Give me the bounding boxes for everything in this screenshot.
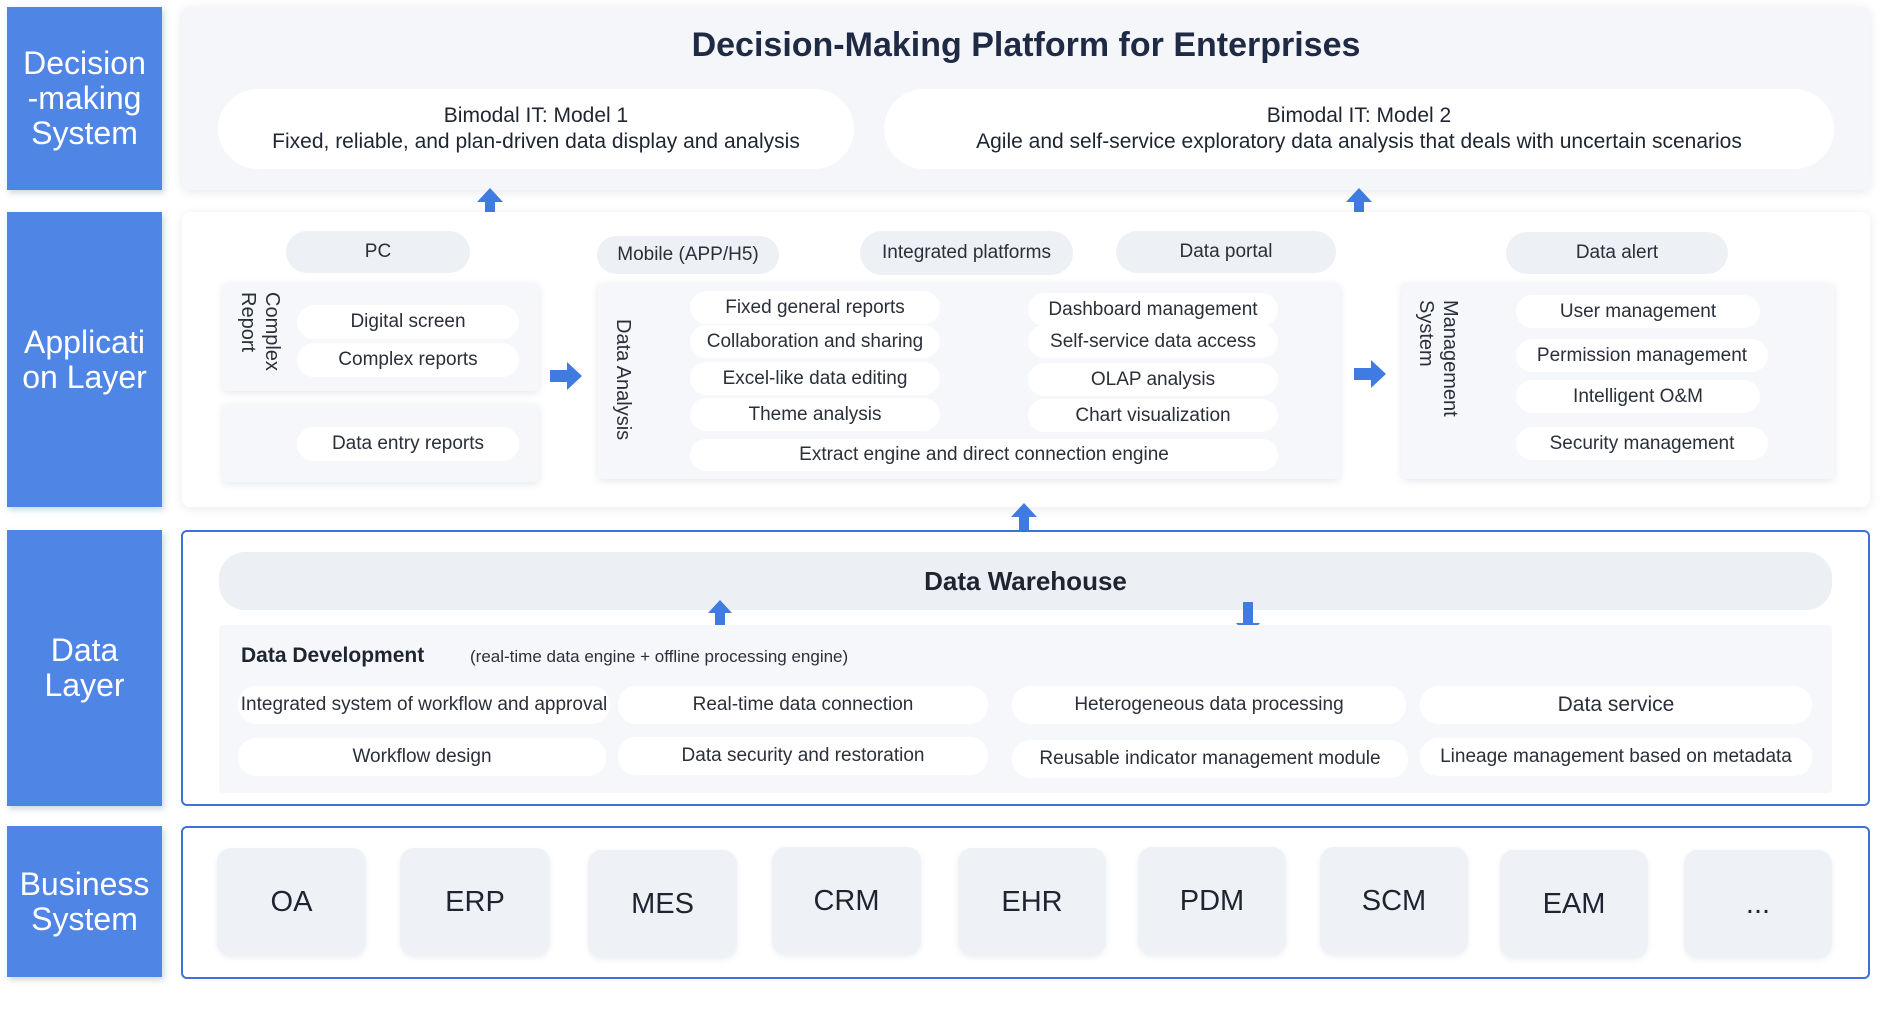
- tab-data-portal: Data portal: [1116, 231, 1336, 273]
- item-data-entry-reports: Data entry reports: [297, 427, 519, 461]
- item-extract-engine: Extract engine and direct connection eng…: [690, 439, 1278, 471]
- item-permission-management: Permission management: [1516, 339, 1768, 372]
- business-system-pdm: PDM: [1138, 847, 1286, 955]
- item-digital-screen: Digital screen: [297, 305, 519, 339]
- item-dashboard-management: Dashboard management: [1028, 293, 1278, 326]
- tab-pc: PC: [286, 231, 470, 273]
- item-collaboration-sharing: Collaboration and sharing: [690, 325, 940, 358]
- business-system-eam: EAM: [1500, 850, 1648, 958]
- arrow-up-icon: [477, 188, 503, 222]
- model1-title: Bimodal IT: Model 1: [443, 104, 629, 127]
- arrow-right-icon: [1354, 360, 1386, 388]
- business-system-oa: OA: [217, 848, 366, 956]
- platform-title: Decision-Making Platform for Enterprises: [691, 26, 1361, 64]
- item-realtime-connection: Real-time data connection: [618, 686, 988, 724]
- tab-mobile: Mobile (APP/H5): [597, 236, 779, 274]
- data-warehouse-bar: Data Warehouse: [219, 552, 1832, 610]
- arrow-up-icon: [1346, 188, 1372, 222]
- business-system-crm: CRM: [772, 847, 921, 955]
- item-workflow-design: Workflow design: [238, 738, 606, 776]
- layer-label-data: Data Layer: [7, 530, 162, 806]
- item-lineage-management: Lineage management based on metadata: [1420, 738, 1812, 776]
- item-self-service-data-access: Self-service data access: [1028, 325, 1278, 358]
- layer-label-business: Business System: [7, 826, 162, 977]
- item-workflow-approval: Integrated system of workflow and approv…: [238, 686, 610, 724]
- model1-desc: Fixed, reliable, and plan-driven data di…: [272, 130, 800, 153]
- layer-label-decision: Decision -making System: [7, 7, 162, 190]
- model2-desc: Agile and self-service exploratory data …: [976, 130, 1742, 153]
- item-data-security-restoration: Data security and restoration: [618, 737, 988, 775]
- item-heterogeneous-processing: Heterogeneous data processing: [1012, 686, 1406, 724]
- model1-pill: Bimodal IT: Model 1 Fixed, reliable, and…: [218, 89, 854, 169]
- data-analysis-label: Data Analysis: [612, 319, 634, 441]
- layer-label-application: Applicati on Layer: [7, 212, 162, 507]
- item-chart-visualization: Chart visualization: [1028, 399, 1278, 432]
- business-system-more: ...: [1684, 850, 1832, 958]
- management-system-label: Management System: [1415, 300, 1461, 417]
- item-excel-like-editing: Excel-like data editing: [690, 362, 940, 395]
- item-intelligent-om: Intelligent O&M: [1516, 380, 1760, 413]
- model2-pill: Bimodal IT: Model 2 Agile and self-servi…: [884, 89, 1834, 169]
- item-theme-analysis: Theme analysis: [690, 398, 940, 431]
- arrow-right-icon: [550, 362, 582, 390]
- item-reusable-indicator: Reusable indicator management module: [1012, 740, 1408, 778]
- business-system-ehr: EHR: [958, 848, 1106, 956]
- item-olap-analysis: OLAP analysis: [1028, 363, 1278, 396]
- tab-integrated-platforms: Integrated platforms: [860, 231, 1073, 275]
- business-system-scm: SCM: [1320, 847, 1468, 955]
- item-security-management: Security management: [1516, 427, 1768, 460]
- data-development-title: Data Development: [241, 644, 425, 667]
- business-system-erp: ERP: [400, 848, 550, 956]
- item-user-management: User management: [1516, 295, 1760, 328]
- business-system-mes: MES: [588, 850, 737, 958]
- item-data-service: Data service: [1420, 686, 1812, 724]
- tab-data-alert: Data alert: [1506, 232, 1728, 274]
- complex-report-label: Complex Report: [237, 292, 283, 371]
- item-complex-reports: Complex reports: [297, 343, 519, 377]
- item-fixed-general-reports: Fixed general reports: [690, 291, 940, 324]
- arrow-up-icon: [1011, 503, 1037, 541]
- arrow-up-icon: [708, 600, 732, 634]
- data-development-subtitle: (real-time data engine + offline process…: [470, 647, 849, 666]
- model2-title: Bimodal IT: Model 2: [1266, 104, 1452, 127]
